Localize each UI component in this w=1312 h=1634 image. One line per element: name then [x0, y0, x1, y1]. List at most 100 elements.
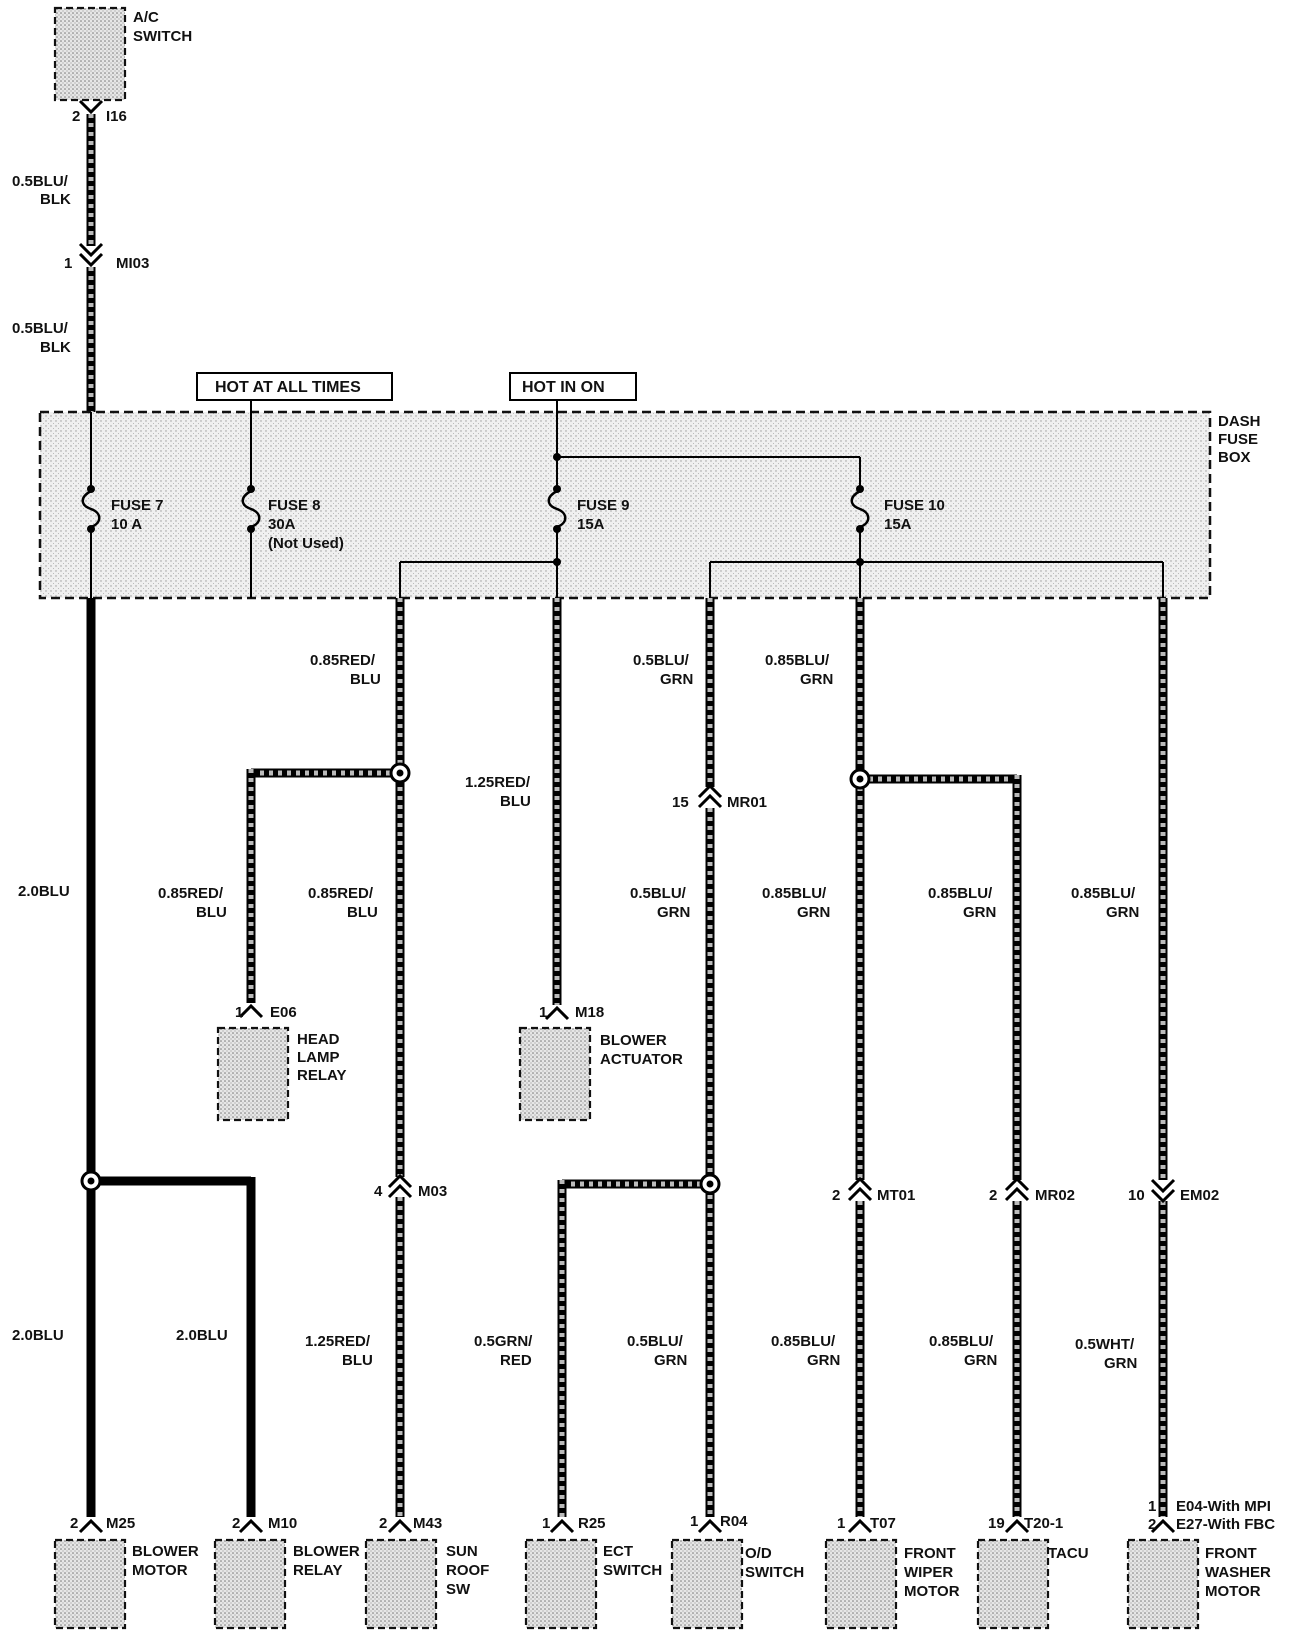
wire-2-0blu-main	[86, 598, 256, 1517]
sun-roof-sw-pin: 2	[379, 1515, 387, 1532]
wire-label-red-blu-top-2: BLU	[350, 671, 381, 688]
wire-label-grn-red-bot-1: 0.5GRN/	[474, 1333, 533, 1350]
blower-motor-label-2: MOTOR	[132, 1562, 188, 1579]
front-washer-motor-label-1: FRONT	[1205, 1545, 1257, 1562]
sun-roof-sw-label-2: ROOF	[446, 1562, 489, 1579]
front-wiper-motor: 1 T07 FRONT WIPER MOTOR	[824, 1515, 960, 1630]
wire-label-2-0blu-main: 2.0BLU	[18, 883, 70, 900]
hot-at-all-times-label: HOT AT ALL TIMES	[215, 379, 361, 396]
connector-m03-name: M03	[418, 1183, 447, 1200]
od-switch: 1 R04 O/D SWITCH	[670, 1513, 804, 1630]
od-switch-label-1: O/D	[745, 1545, 772, 1562]
wire-label-blu-grn-bot-a-1: 0.5BLU/	[627, 1333, 684, 1350]
front-washer-motor-pin: 1	[1148, 1498, 1156, 1515]
hot-at-all-times-box: HOT AT ALL TIMES	[196, 372, 393, 401]
blower-actuator-connector: M18	[575, 1004, 604, 1021]
fuse-8-name: FUSE 8	[268, 497, 321, 514]
wire-label-red-blu-headlamp-2: BLU	[196, 904, 227, 921]
connector-i16: 2 I16	[72, 99, 127, 125]
sun-roof-sw-connector: M43	[413, 1515, 442, 1532]
ect-switch-pin: 1	[542, 1515, 550, 1532]
head-lamp-relay-connector: E06	[270, 1004, 297, 1021]
tacu-pin: 19	[988, 1515, 1005, 1532]
blower-actuator: 1 M18 BLOWER ACTUATOR	[518, 1004, 683, 1122]
head-lamp-relay-label-3: RELAY	[297, 1067, 346, 1084]
blower-relay-label-2: RELAY	[293, 1562, 342, 1579]
wire-label-wht-grn-bot-2: GRN	[1104, 1355, 1137, 1372]
front-washer-motor-connector: E04-With MPI	[1176, 1498, 1271, 1515]
wire-blu-grn-710	[557, 598, 715, 1517]
front-washer-motor: 1 2 E04-With MPI E27-With FBC FRONT WASH…	[1126, 1498, 1275, 1630]
tacu-label-1: TACU	[1048, 1545, 1089, 1562]
wire-label-blu-grn-bot-b-2: GRN	[807, 1352, 840, 1369]
wire-label-grn-red-bot-2: RED	[500, 1352, 532, 1369]
wire-label-2-0blu-bot-b: 2.0BLU	[176, 1327, 228, 1344]
ect-switch-label-2: SWITCH	[603, 1562, 662, 1579]
wire-label-blu-grn-top-b-1: 0.85BLU/	[765, 652, 830, 669]
front-washer-motor-pin-2: 2	[1148, 1516, 1156, 1533]
front-washer-motor-label-2: WASHER	[1205, 1564, 1271, 1581]
wire-label-red-blu-top-1: 0.85RED/	[310, 652, 376, 669]
blower-relay: 2 M10 BLOWER RELAY	[213, 1515, 360, 1630]
blower-relay-connector: M10	[268, 1515, 297, 1532]
ect-switch: 1 R25 ECT SWITCH	[524, 1515, 662, 1630]
fuse-box-label-3: BOX	[1218, 449, 1251, 466]
wire-label-blu-grn-mid-d-1: 0.85BLU/	[1071, 885, 1136, 902]
front-washer-motor-connector-2: E27-With FBC	[1176, 1516, 1275, 1533]
blower-motor: 2 M25 BLOWER MOTOR	[53, 1515, 199, 1630]
connector-em02-pin: 10	[1128, 1187, 1145, 1204]
wire-label-red-blu-mid-1: 0.85RED/	[308, 885, 374, 902]
hot-in-on-box: HOT IN ON	[509, 372, 637, 401]
wire-label-blu-grn-mid-c-2: GRN	[963, 904, 996, 921]
blower-relay-label-1: BLOWER	[293, 1543, 360, 1560]
blower-motor-connector: M25	[106, 1515, 135, 1532]
ac-switch: A/C SWITCH	[53, 6, 192, 102]
wire-label-blu-grn-top-a-1: 0.5BLU/	[633, 652, 690, 669]
fuse-9-rating: 15A	[577, 516, 605, 533]
wire-label-red-blu-125-2: BLU	[500, 793, 531, 810]
head-lamp-relay: 1 E06 HEAD LAMP RELAY	[216, 1003, 346, 1122]
wire-label-blu-grn-bot-a-2: GRN	[654, 1352, 687, 1369]
ac-switch-label-1: A/C	[133, 9, 159, 26]
connector-em02: 10 EM02	[1128, 1178, 1219, 1204]
wire-label-blu-grn-mid-d-2: GRN	[1106, 904, 1139, 921]
wire-label-red-blu-125-1: 1.25RED/	[465, 774, 531, 791]
wire-label-red-blu-mid-2: BLU	[347, 904, 378, 921]
front-wiper-motor-connector: T07	[870, 1515, 896, 1532]
head-lamp-relay-label-1: HEAD	[297, 1031, 340, 1048]
wire-label-blu-grn-mid-a-1: 0.5BLU/	[630, 885, 687, 902]
front-wiper-motor-label-2: WIPER	[904, 1564, 953, 1581]
wire-label-blu-grn-bot-b-1: 0.85BLU/	[771, 1333, 836, 1350]
blower-actuator-label-1: BLOWER	[600, 1032, 667, 1049]
fuse-10-name: FUSE 10	[884, 497, 945, 514]
ect-switch-connector: R25	[578, 1515, 606, 1532]
connector-mt01: 2 MT01	[832, 1176, 915, 1204]
fuse-box-label-1: DASH	[1218, 413, 1261, 430]
connector-mr01-name: MR01	[727, 794, 767, 811]
ac-switch-label-2: SWITCH	[133, 28, 192, 45]
sun-roof-sw-label-1: SUN	[446, 1543, 478, 1560]
fuse-10: FUSE 10 15A	[850, 485, 945, 533]
fuse-8: FUSE 8 30A (Not Used)	[241, 485, 344, 552]
wire-red-blu-400	[246, 598, 405, 1517]
wire-label-ac-2b: BLK	[40, 339, 71, 356]
wire-label-red-blu-bot-1: 1.25RED/	[305, 1333, 371, 1350]
connector-mt01-name: MT01	[877, 1187, 915, 1204]
blower-actuator-label-2: ACTUATOR	[600, 1051, 683, 1068]
splice-nodes	[80, 762, 871, 1195]
fuse-9: FUSE 9 15A	[547, 485, 630, 533]
connector-i16-name: I16	[106, 108, 127, 125]
blower-motor-label-1: BLOWER	[132, 1543, 199, 1560]
fuse-8-note: (Not Used)	[268, 535, 344, 552]
connector-mi03: 1 MI03	[64, 242, 149, 272]
connector-m03-pin: 4	[374, 1183, 383, 1200]
od-switch-connector: R04	[720, 1513, 748, 1530]
connector-mr02: 2 MR02	[989, 1176, 1075, 1204]
connector-mr01-pin: 15	[672, 794, 689, 811]
tacu-connector: T20-1	[1024, 1515, 1063, 1532]
front-wiper-motor-label-3: MOTOR	[904, 1583, 960, 1600]
fuse-10-rating: 15A	[884, 516, 912, 533]
wire-blu-grn-860	[855, 598, 1022, 1517]
wire-label-blu-grn-top-a-2: GRN	[660, 671, 693, 688]
